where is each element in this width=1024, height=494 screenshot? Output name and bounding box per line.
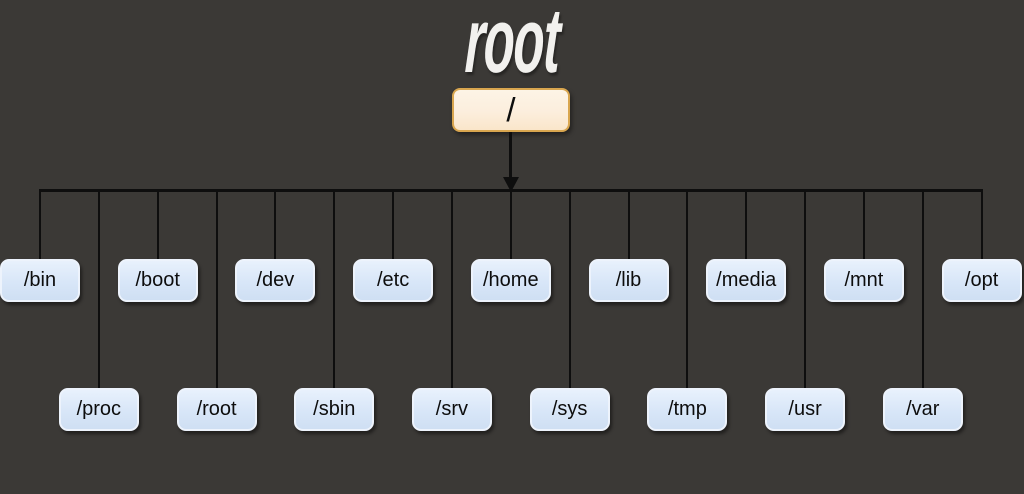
dir-node-label: /bin [23,269,57,291]
dir-node-var: /var [882,388,963,431]
connector-line-bin [39,191,41,261]
diagram-title-wrap: root [0,0,1024,92]
dir-node-label: /tmp [667,398,707,420]
dir-node-label: /sys [551,398,588,420]
dir-node-label: /etc [376,269,410,291]
connector-line-dev [274,191,277,261]
dir-node-opt: /opt [941,259,1022,302]
dir-node-label: /srv [435,398,468,420]
connector-line-srv [450,191,453,390]
connector-line-media [745,191,748,261]
dir-node-label: /root [196,398,237,420]
connector-line-opt [980,191,983,261]
dir-node-label: /mnt [844,269,884,291]
dir-node-boot: /boot [117,259,198,302]
dir-node-sys: /sys [529,388,610,431]
dir-node-label: /media [716,269,777,291]
dir-node-label: /var [906,398,940,420]
connector-line-root [215,191,218,390]
dir-node-label: /proc [76,398,122,420]
dir-node-label: /opt [964,269,999,291]
arrow-shaft [509,132,512,180]
connector-line-lib [627,191,630,261]
arrow-head [503,177,519,192]
connector-line-proc [97,191,100,390]
connector-line-sbin [333,191,336,390]
dir-node-dev: /dev [235,259,316,302]
dir-node-media: /media [706,259,787,302]
root-node-label: / [506,91,516,128]
root-node-box: / [452,88,570,132]
dir-node-srv: /srv [411,388,492,431]
dir-node-label: /dev [256,269,295,291]
dir-node-home: /home [470,259,551,302]
dir-node-label: /boot [135,269,180,291]
dir-node-bin: /bin [0,259,80,302]
dir-node-label: /usr [788,398,822,420]
dir-node-label: /lib [615,269,642,291]
diagram-title: root [463,0,561,92]
branch-horizontal-line [39,189,983,192]
connector-line-usr [804,191,807,390]
connector-line-etc [392,191,395,261]
dir-node-etc: /etc [353,259,434,302]
connector-line-sys [568,191,571,390]
dir-node-label: /sbin [313,398,356,420]
dir-node-proc: /proc [58,388,139,431]
dir-node-root: /root [176,388,257,431]
dir-node-usr: /usr [765,388,846,431]
dir-node-mnt: /mnt [823,259,904,302]
dir-node-label: /home [483,269,539,291]
connector-line-boot [156,191,159,261]
dir-node-sbin: /sbin [294,388,375,431]
dir-node-lib: /lib [588,259,669,302]
connector-line-tmp [686,191,689,390]
dir-node-tmp: /tmp [647,388,728,431]
connector-line-home [509,191,512,261]
connector-line-mnt [862,191,865,261]
connector-line-var [921,191,924,390]
